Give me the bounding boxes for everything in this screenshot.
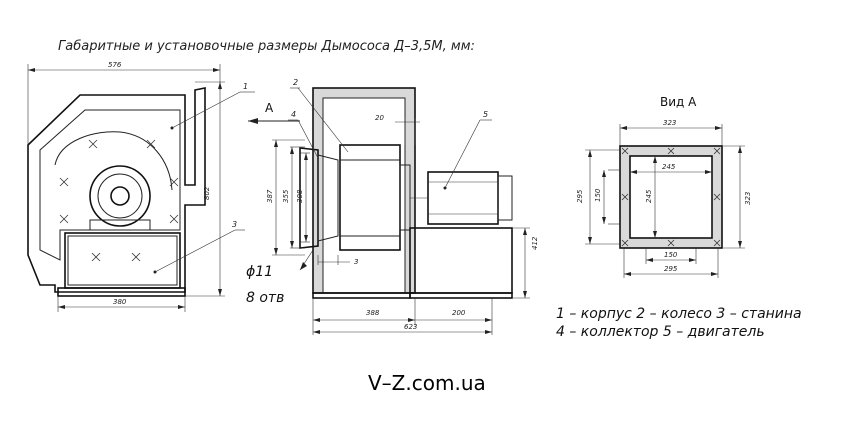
dim-387: 387 — [266, 189, 274, 203]
dim-view-323-top: 323 — [663, 119, 676, 127]
dim-308: 308 — [296, 189, 304, 203]
dim-380: 380 — [113, 298, 127, 306]
dim-802: 802 — [203, 186, 211, 200]
front-view: А 387 355 — [246, 78, 539, 335]
dim-412: 412 — [531, 236, 539, 250]
dim-355: 355 — [282, 189, 290, 203]
view-a: Вид А 323 245 245 — [576, 95, 752, 278]
callout-2: 2 — [293, 78, 298, 87]
side-view: 576 380 — [27, 61, 255, 312]
dim-view-295-left: 295 — [576, 189, 584, 203]
dim-view-323-side: 323 — [744, 192, 752, 205]
legend-line-2: 4 – коллектор 5 – двигатель — [556, 324, 765, 340]
legend-line-1: 1 – корпус 2 – колесо 3 – станина — [556, 306, 802, 322]
callout-4: 4 — [291, 110, 296, 119]
hole-count: 8 отв — [246, 290, 284, 306]
dim-view-150-h: 150 — [664, 251, 678, 259]
dim-view-245-v: 245 — [645, 189, 653, 203]
arrow-a-label: А — [265, 101, 274, 115]
dim-view-295-bottom: 295 — [664, 265, 678, 273]
view-a-title: Вид А — [660, 95, 697, 109]
dim-view-245-h: 245 — [662, 163, 676, 171]
callout-3: 3 — [232, 220, 237, 229]
dim-3: 3 — [354, 258, 358, 266]
drawing-title: Габаритные и установочные размеры Дымосо… — [58, 39, 475, 54]
dim-200: 200 — [452, 309, 466, 317]
hole-diameter: ϕ11 — [246, 264, 273, 280]
dim-20: 20 — [375, 114, 384, 122]
dim-view-150-v: 150 — [594, 188, 602, 202]
dim-388: 388 — [366, 309, 380, 317]
callout-5: 5 — [483, 110, 488, 119]
dim-576: 576 — [108, 61, 122, 69]
site-watermark: V–Z.com.ua — [368, 371, 486, 395]
dim-623: 623 — [404, 323, 417, 331]
callout-1: 1 — [243, 82, 248, 91]
